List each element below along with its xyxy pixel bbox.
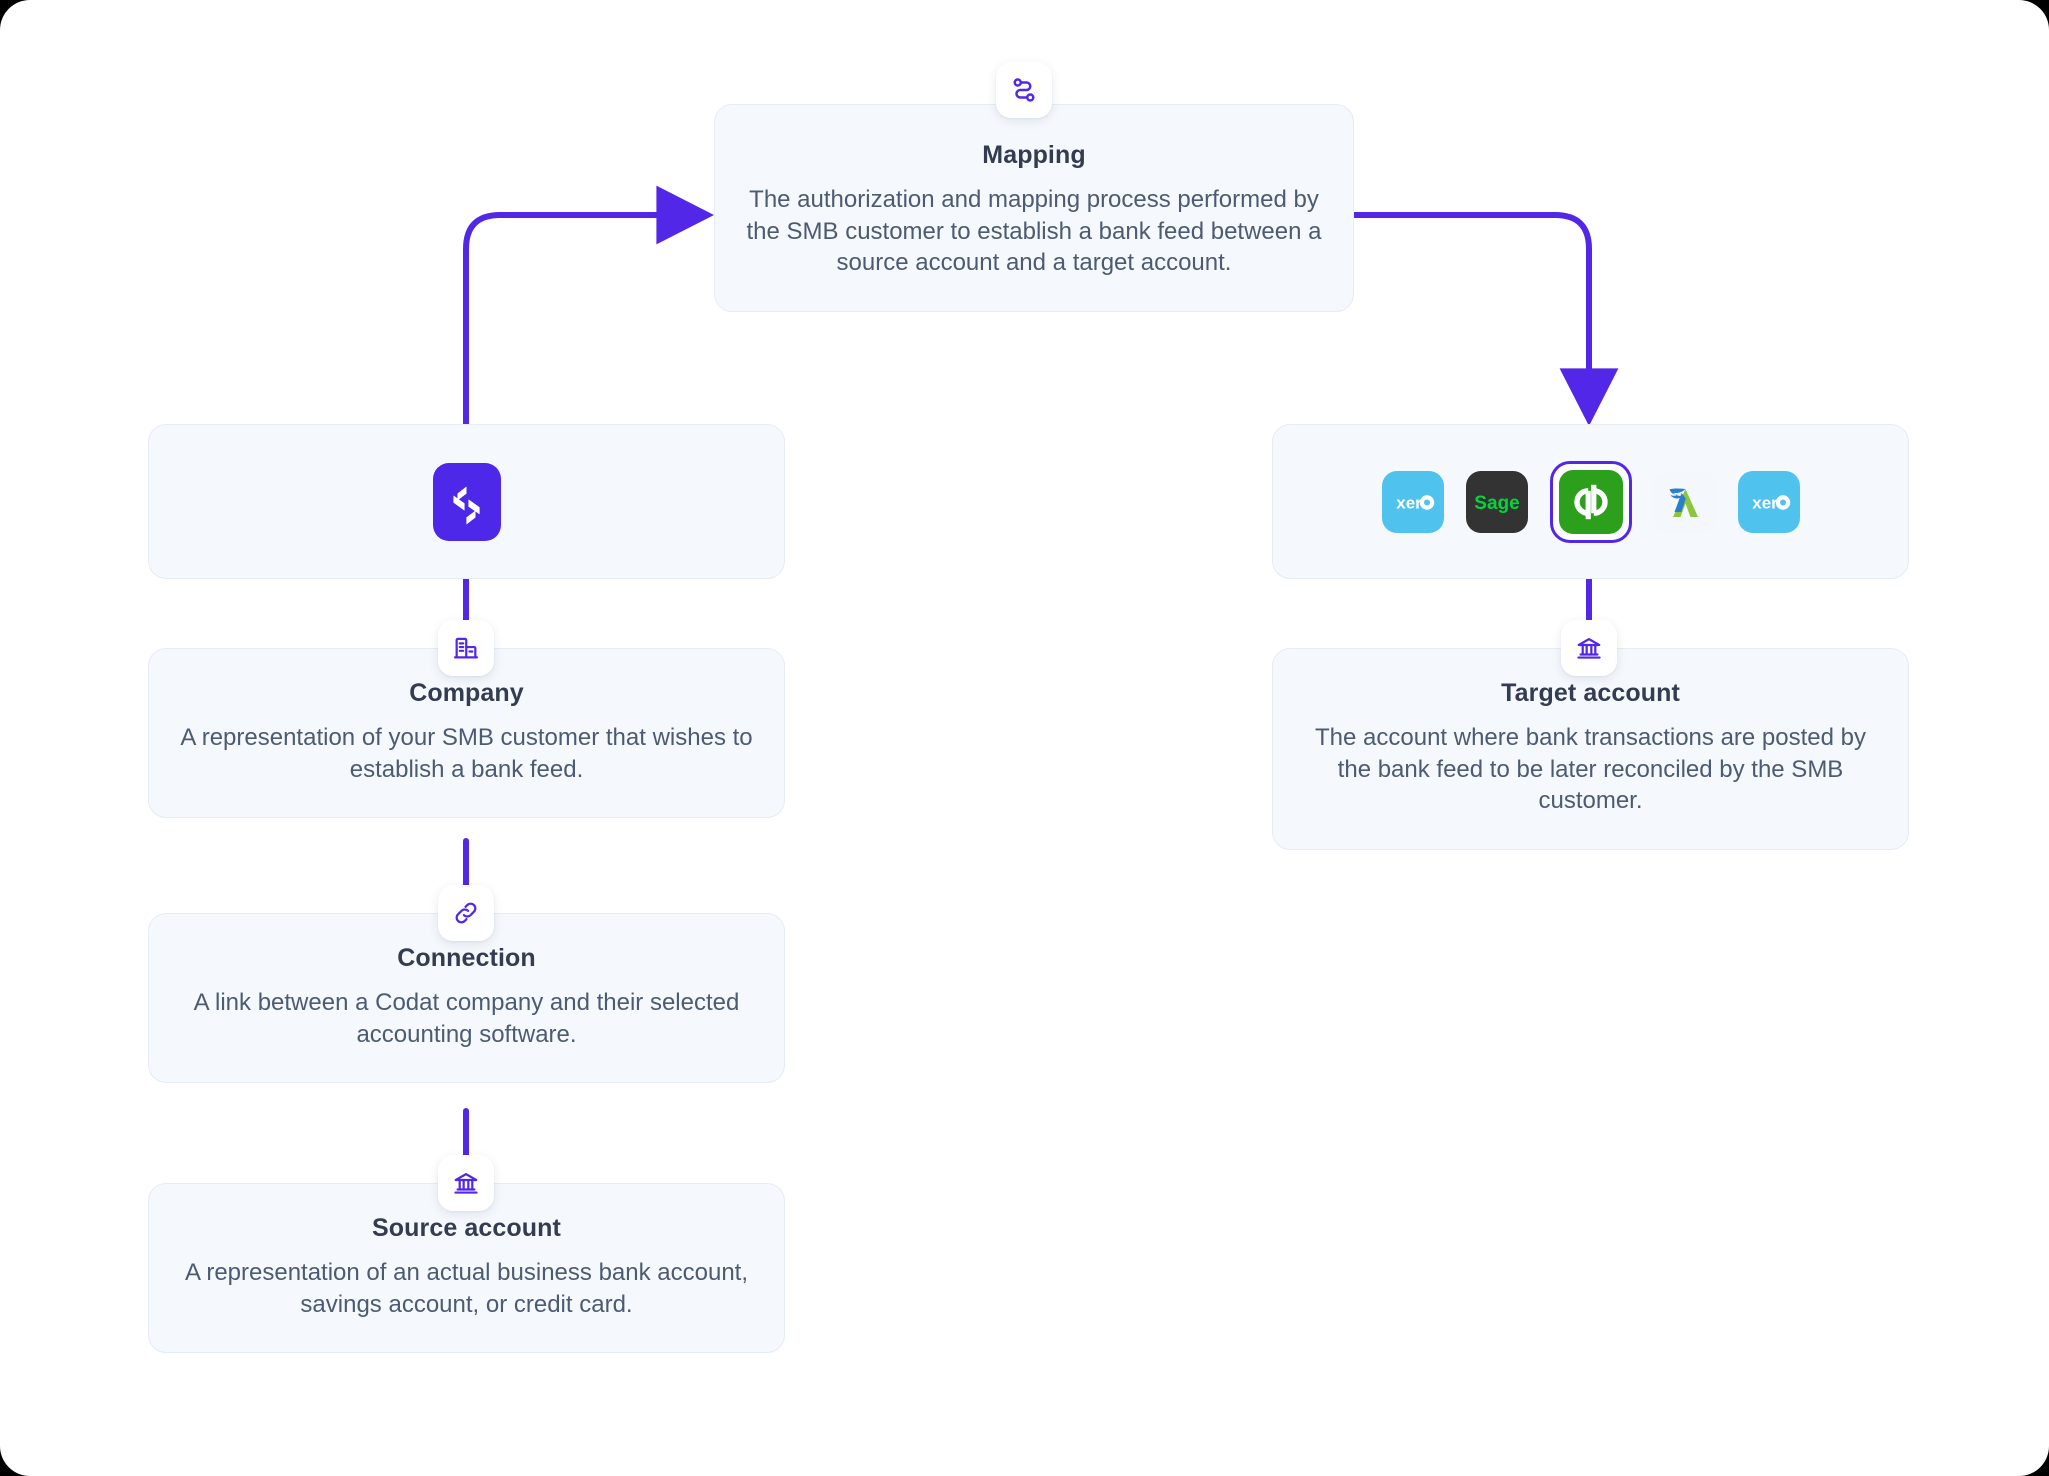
card-desc-target-account: The account where bank transactions are …: [1315, 724, 1866, 815]
bank-icon-chip-source: [438, 1155, 494, 1211]
card-desc-connection: A link between a Codat company and their…: [193, 989, 740, 1048]
bank-icon: [454, 1173, 478, 1194]
building-icon: [453, 637, 479, 659]
link-icon-chip: [438, 885, 494, 941]
software-tile-xero-2[interactable]: xer: [1737, 470, 1800, 533]
xero-logo-icon: xer: [1396, 493, 1434, 512]
software-tile-freeagent[interactable]: [1653, 470, 1716, 533]
card-title-mapping: Mapping: [982, 141, 1086, 169]
xero-logo-icon: xer: [1752, 493, 1790, 512]
svg-text:xer: xer: [1752, 493, 1778, 512]
codat-shelf: [148, 424, 785, 579]
card-desc-company: A representation of your SMB customer th…: [180, 724, 753, 783]
card-title-connection: Connection: [397, 944, 536, 972]
route-icon: [1013, 78, 1035, 102]
card-title-company: Company: [409, 679, 524, 707]
software-tile-quickbooks-selected[interactable]: [1549, 460, 1632, 543]
card-company: Company A representation of your SMB cus…: [148, 648, 785, 819]
bank-icon-chip-target: [1561, 620, 1617, 676]
quickbooks-logo-icon: [1573, 484, 1608, 519]
card-target-account: Target account The account where bank tr…: [1272, 648, 1909, 851]
card-desc-source-account: A representation of an actual business b…: [184, 1259, 749, 1318]
freeagent-logo-icon: [1669, 488, 1698, 517]
link-icon: [455, 902, 477, 924]
card-title-source-account: Source account: [372, 1214, 561, 1242]
software-tile-sage[interactable]: Sage: [1465, 470, 1528, 533]
svg-text:xer: xer: [1396, 493, 1422, 512]
route-icon-chip: [996, 62, 1052, 118]
accounting-software-shelf: xer Sage: [1272, 424, 1909, 579]
card-connection: Connection A link between a Codat compan…: [148, 913, 785, 1084]
sage-logo-icon: Sage: [1474, 493, 1519, 514]
connector-mapping-to-software: [1350, 212, 1619, 427]
bank-icon: [1577, 638, 1601, 659]
software-tile-xero-1[interactable]: xer: [1381, 470, 1444, 533]
card-mapping: Mapping The authorization and mapping pr…: [714, 104, 1354, 313]
connector-codat-to-mapping: [463, 185, 715, 427]
building-icon-chip: [438, 620, 494, 676]
software-tile-quickbooks[interactable]: [1558, 469, 1623, 534]
card-title-target-account: Target account: [1501, 679, 1680, 707]
codat-logo: [432, 462, 501, 541]
card-source-account: Source account A representation of an ac…: [148, 1183, 785, 1354]
card-desc-mapping: The authorization and mapping process pe…: [746, 186, 1322, 277]
svg-text:Sage: Sage: [1474, 493, 1519, 514]
codat-logo-glyph: [452, 486, 480, 524]
